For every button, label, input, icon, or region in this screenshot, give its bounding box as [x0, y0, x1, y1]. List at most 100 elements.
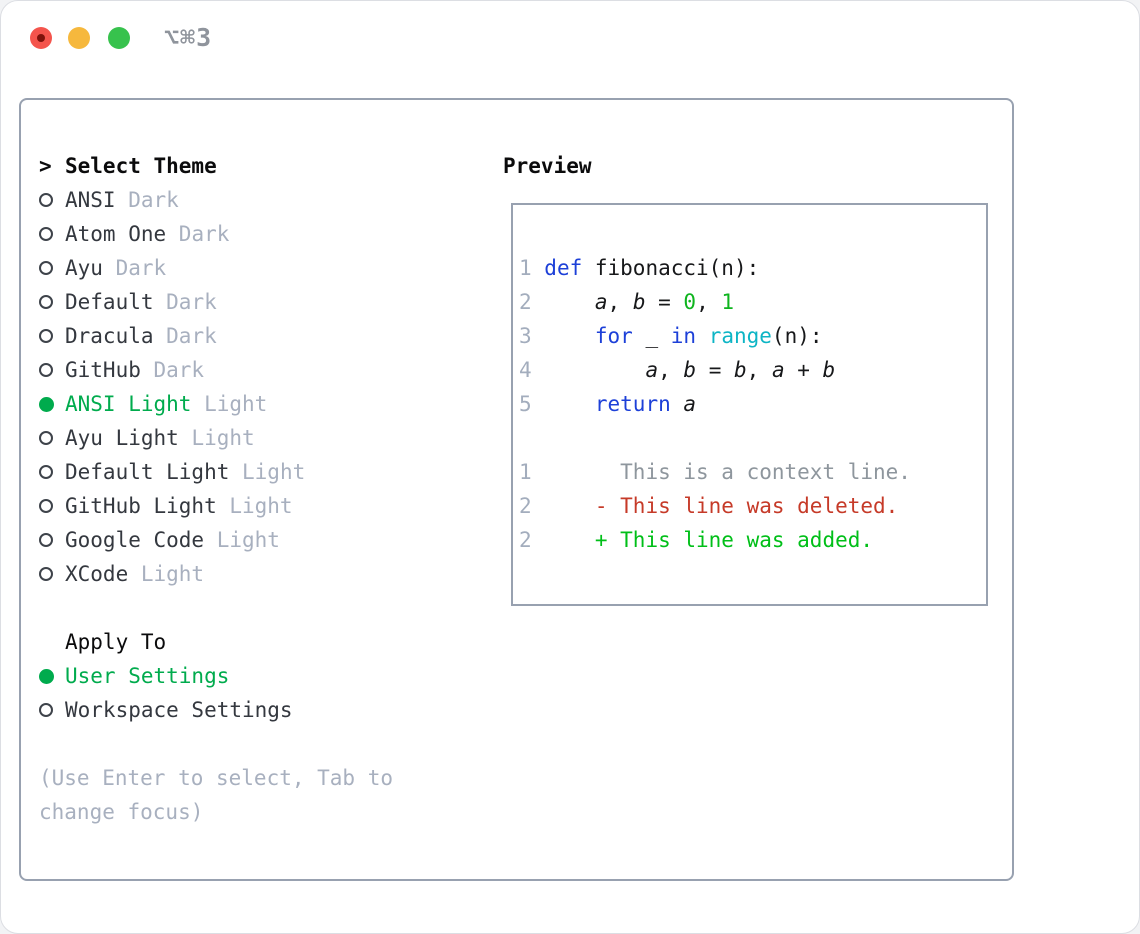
theme-option-default[interactable]: Default Dark — [39, 285, 459, 319]
theme-option-ayu[interactable]: Ayu Dark — [39, 251, 459, 285]
option-variant-label: Light — [128, 562, 205, 586]
code-token: , — [746, 358, 772, 382]
radio-icon — [39, 567, 53, 581]
theme-option-ayu-light[interactable]: Ayu Light Light — [39, 421, 459, 455]
titlebar: ⌥⌘3 — [1, 1, 1139, 71]
code-token: + This line was added. — [544, 528, 874, 552]
option-variant-label: Dark — [153, 324, 217, 348]
theme-option-ansi-light[interactable]: ANSI Light Light — [39, 387, 459, 421]
select-theme-header: > Select Theme — [39, 149, 459, 183]
radio-marker — [39, 465, 65, 479]
apply-option-workspace-settings[interactable]: Workspace Settings — [39, 693, 459, 727]
select-theme-title: Select Theme — [65, 154, 217, 178]
apply-option-user-settings[interactable]: User Settings — [39, 659, 459, 693]
code-token: a — [645, 358, 659, 382]
radio-icon — [39, 431, 53, 445]
code-token — [544, 324, 595, 348]
code-line: 2 - This line was deleted. — [519, 489, 986, 523]
radio-marker — [39, 668, 65, 684]
line-number: 1 — [519, 460, 545, 484]
radio-marker — [39, 703, 65, 717]
code-token: + — [784, 358, 823, 382]
close-button[interactable] — [30, 27, 52, 49]
option-label: User Settings — [65, 664, 230, 688]
radio-icon — [39, 533, 53, 547]
option-label: Atom One — [65, 222, 167, 246]
option-label: ANSI — [65, 188, 116, 212]
code-token: - This line was deleted. — [544, 494, 899, 518]
code-token: = — [696, 358, 734, 382]
radio-marker — [39, 363, 65, 377]
option-label: Dracula — [65, 324, 154, 348]
radio-icon — [39, 295, 53, 309]
radio-marker — [39, 295, 65, 309]
code-line: 5 return a — [519, 387, 986, 421]
theme-option-google-code[interactable]: Google Code Light — [39, 523, 459, 557]
option-label: Workspace Settings — [65, 698, 293, 722]
code-token: 1 — [721, 290, 735, 314]
radio-selected-icon — [39, 668, 54, 684]
radio-selected-icon — [39, 396, 54, 412]
theme-option-dracula[interactable]: Dracula Dark — [39, 319, 459, 353]
theme-option-github-light[interactable]: GitHub Light Light — [39, 489, 459, 523]
line-number: 2 — [519, 290, 545, 314]
option-label: GitHub Light — [65, 494, 217, 518]
code-token: , — [696, 290, 722, 314]
radio-marker — [39, 499, 65, 513]
focus-arrow-icon: > — [39, 154, 52, 178]
option-variant-label: Dark — [140, 358, 205, 382]
line-number: 2 — [519, 494, 545, 518]
theme-option-ansi[interactable]: ANSI Dark — [39, 183, 459, 217]
option-variant-label: Dark — [166, 222, 230, 246]
code-token: def — [544, 256, 583, 280]
radio-icon — [39, 193, 53, 207]
theme-option-xcode[interactable]: XCode Light — [39, 557, 459, 591]
hint-text: (Use Enter to select, Tab to change focu… — [39, 766, 394, 824]
code-line — [519, 421, 986, 455]
apply-to-header: Apply To — [39, 625, 459, 659]
apply-to-title: Apply To — [65, 630, 167, 654]
theme-option-default-light[interactable]: Default Light Light — [39, 455, 459, 489]
option-variant-label: Light — [216, 494, 293, 518]
code-token: in — [670, 324, 697, 348]
radio-marker — [39, 396, 65, 412]
window-title: ⌥⌘3 — [164, 23, 213, 52]
code-token: b — [822, 358, 836, 382]
code-token: , — [658, 358, 684, 382]
code-token: a — [594, 290, 608, 314]
code-token: for — [594, 324, 633, 348]
spacer — [39, 727, 459, 761]
option-variant-label: Dark — [153, 290, 217, 314]
radio-marker — [39, 533, 65, 547]
line-number: 4 — [519, 358, 545, 382]
code-token: b — [632, 290, 646, 314]
minimize-button[interactable] — [68, 27, 90, 49]
radio-marker — [39, 567, 65, 581]
code-token — [671, 392, 684, 416]
close-dot-icon — [37, 34, 45, 42]
maximize-button[interactable] — [108, 27, 130, 49]
code-token: , — [607, 290, 633, 314]
code-line: 2 + This line was added. — [519, 523, 986, 557]
radio-icon — [39, 261, 53, 275]
code-token — [544, 290, 595, 314]
radio-icon — [39, 703, 53, 717]
option-label: GitHub — [65, 358, 141, 382]
option-label: XCode — [65, 562, 129, 586]
option-label: Default Light — [65, 460, 230, 484]
radio-marker — [39, 431, 65, 445]
spacer — [39, 591, 459, 625]
radio-icon — [39, 227, 53, 241]
theme-option-atom-one[interactable]: Atom One Dark — [39, 217, 459, 251]
radio-marker — [39, 261, 65, 275]
option-label: Ayu Light — [65, 426, 179, 450]
line-number — [519, 426, 544, 450]
code-token: = — [645, 290, 684, 314]
theme-option-github[interactable]: GitHub Dark — [39, 353, 459, 387]
radio-icon — [39, 363, 53, 377]
code-line: 2 a, b = 0, 1 — [519, 285, 986, 319]
